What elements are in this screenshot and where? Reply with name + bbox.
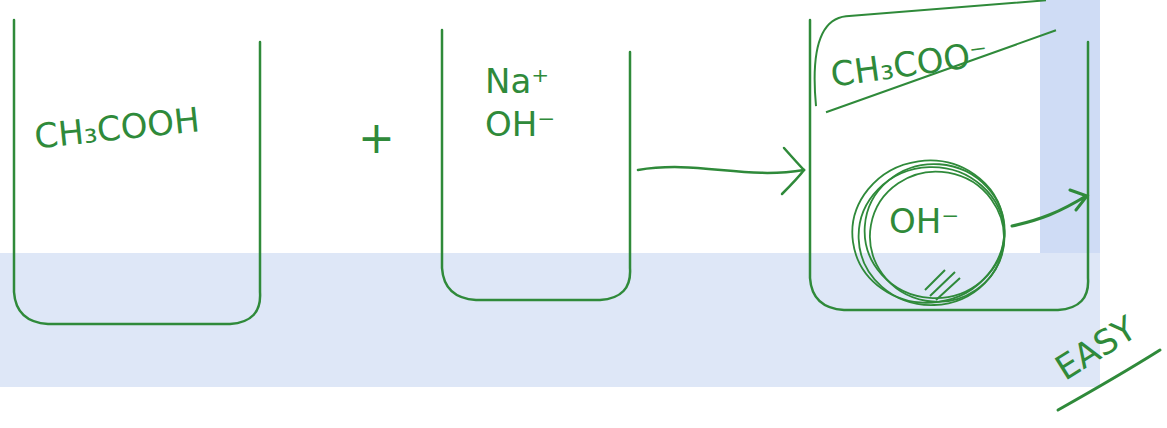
formula-text: Na⁺ OH⁻ xyxy=(485,60,575,145)
outgoing-arrow xyxy=(1012,190,1087,226)
beaker: CH₃COO⁻ OH⁻ xyxy=(808,20,1092,312)
circled-ion: OH⁻ xyxy=(853,158,1013,308)
formula-text: CH₃COO⁻ xyxy=(828,26,1032,96)
reaction-arrow xyxy=(638,148,804,194)
beaker: CH₃COOH xyxy=(12,20,264,326)
formula-text: CH₃COOH xyxy=(32,95,235,158)
formula-text: OH⁻ xyxy=(889,200,989,243)
plus-sign: + xyxy=(358,112,395,163)
blue-band xyxy=(0,253,1100,387)
beaker: Na⁺ OH⁻ xyxy=(440,30,634,302)
outline xyxy=(12,20,264,326)
